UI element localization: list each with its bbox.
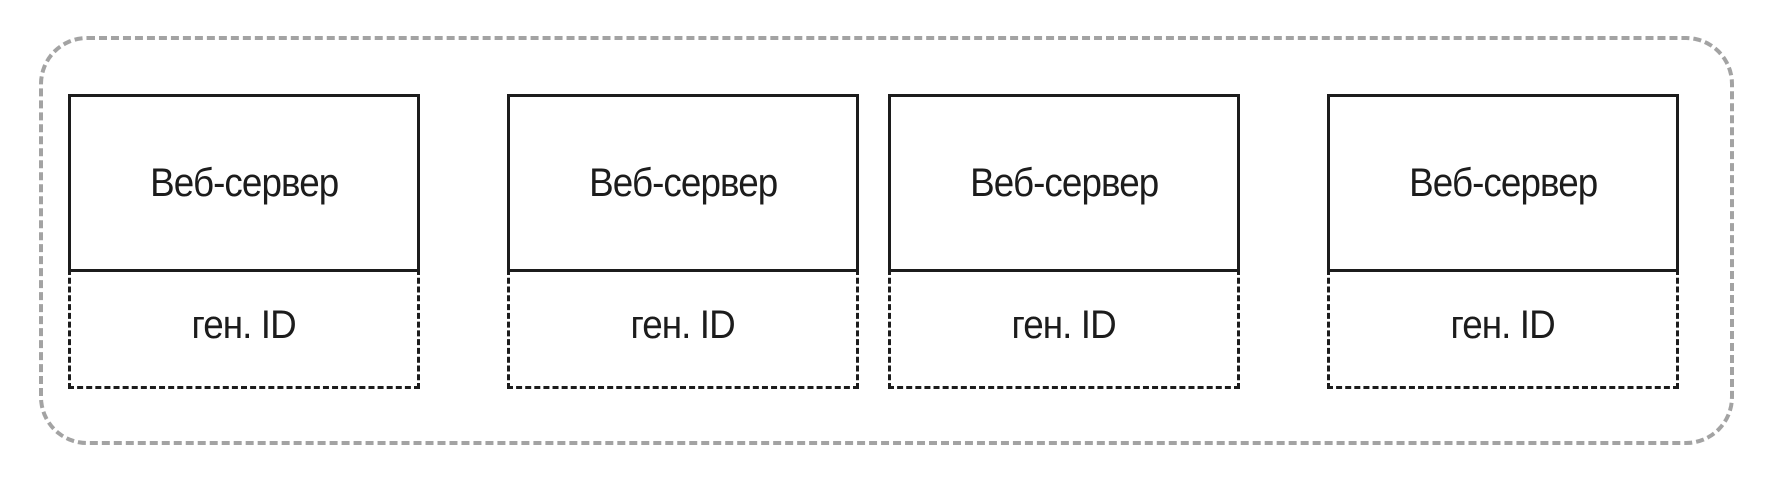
web-server-node-3: Веб-сервер ген. ID xyxy=(888,94,1240,389)
web-server-label: Веб-сервер xyxy=(1408,161,1598,205)
web-server-node-4: Веб-сервер ген. ID xyxy=(1327,94,1679,389)
cluster-boundary xyxy=(39,36,1734,445)
web-server-label: Веб-сервер xyxy=(969,161,1159,205)
id-generator-label: ген. ID xyxy=(1450,302,1556,347)
id-generator-box: ген. ID xyxy=(68,269,420,389)
id-generator-box: ген. ID xyxy=(1327,269,1679,389)
web-server-box: Веб-сервер xyxy=(888,94,1240,272)
web-server-box: Веб-сервер xyxy=(1327,94,1679,272)
id-generator-label: ген. ID xyxy=(191,302,297,347)
web-server-label: Веб-сервер xyxy=(149,161,339,205)
id-generator-box: ген. ID xyxy=(888,269,1240,389)
web-server-node-2: Веб-сервер ген. ID xyxy=(507,94,859,389)
web-server-label: Веб-сервер xyxy=(588,161,778,205)
web-server-node-1: Веб-сервер ген. ID xyxy=(68,94,420,389)
web-server-box: Веб-сервер xyxy=(68,94,420,272)
id-generator-box: ген. ID xyxy=(507,269,859,389)
id-generator-label: ген. ID xyxy=(1011,302,1117,347)
web-server-box: Веб-сервер xyxy=(507,94,859,272)
id-generator-label: ген. ID xyxy=(630,302,736,347)
